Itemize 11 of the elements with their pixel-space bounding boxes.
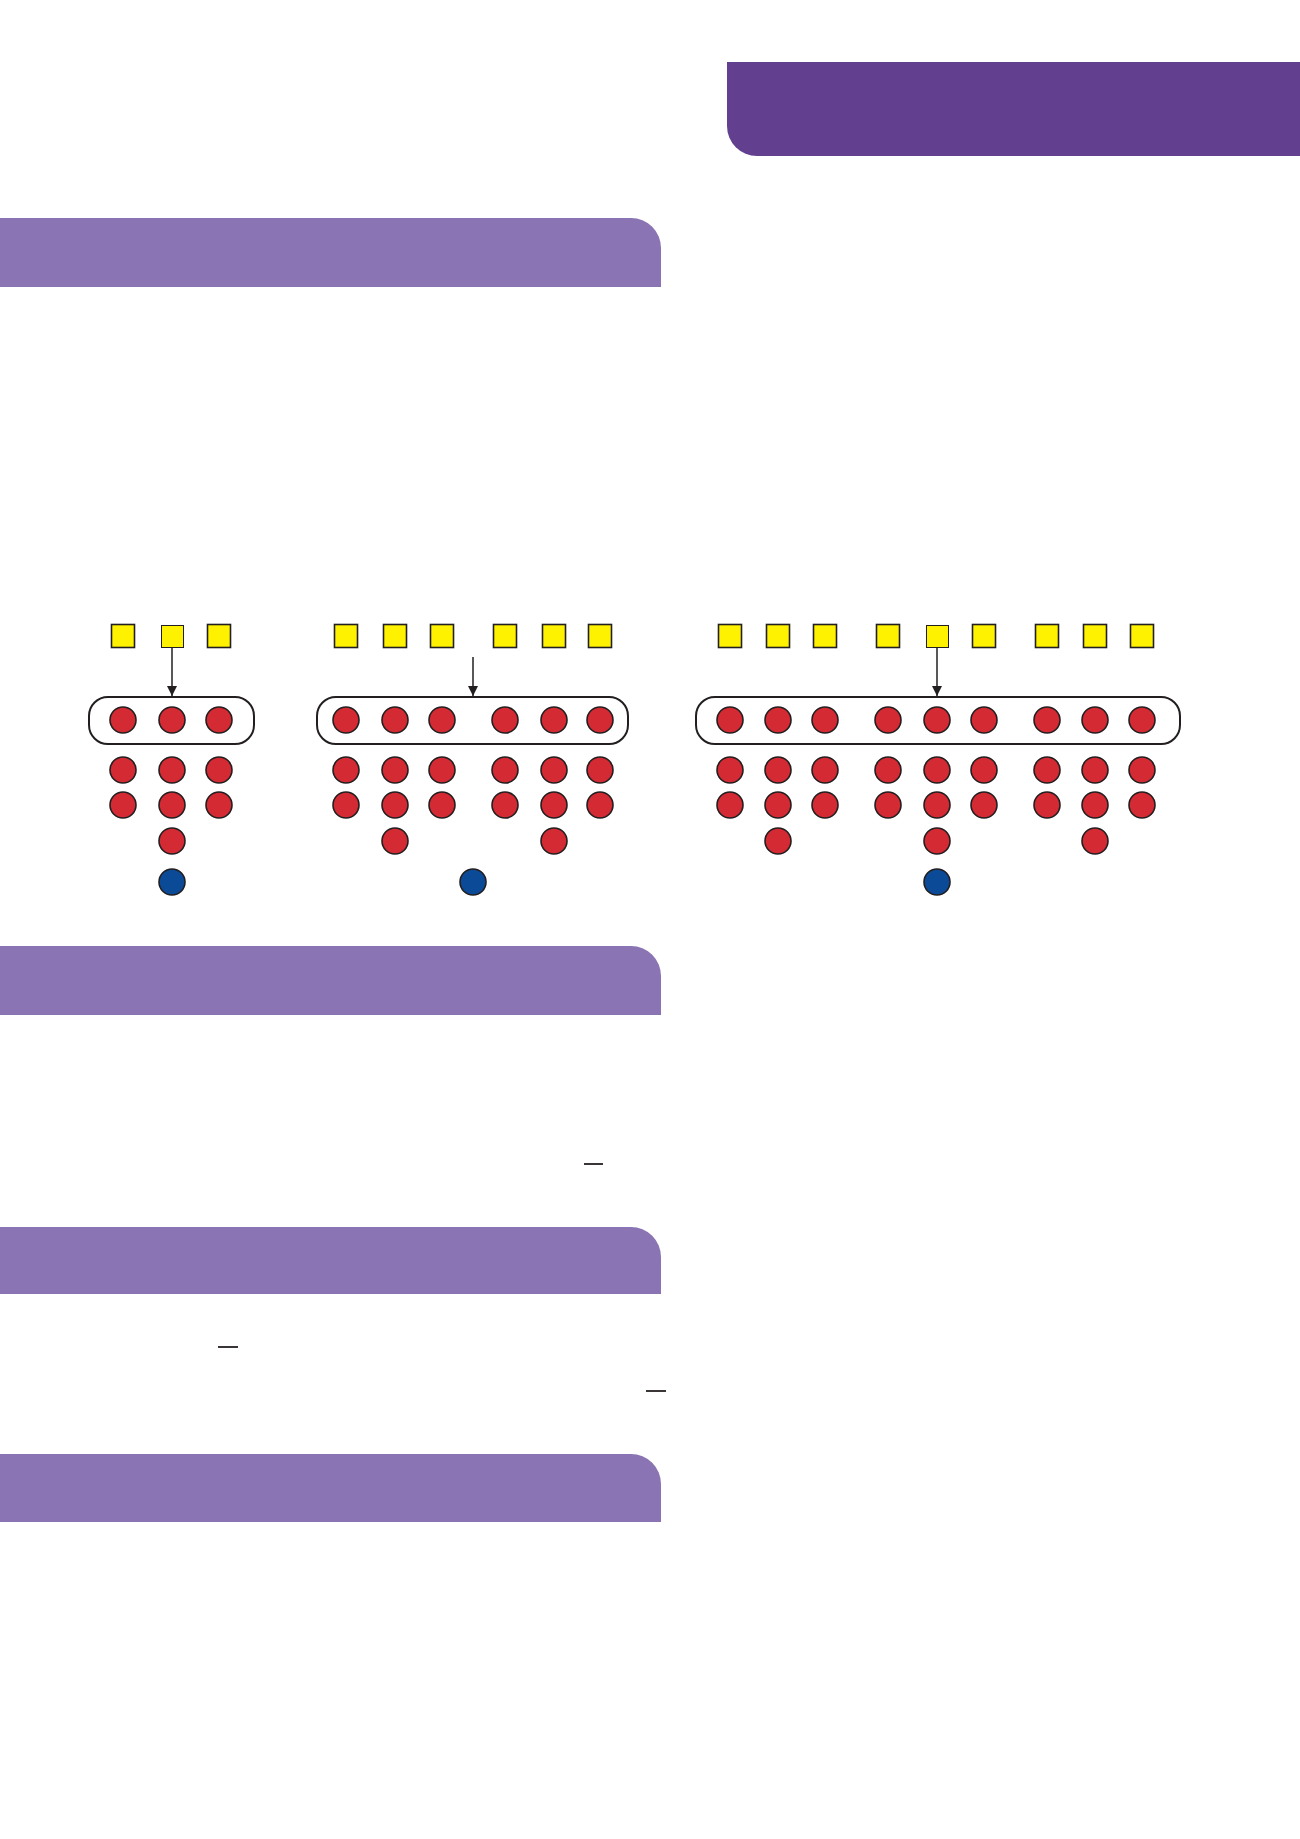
group-frame [695,696,1181,745]
square-counter-icon [925,624,949,648]
section-bar [0,218,661,287]
arrow [167,646,177,697]
section-bar [0,1227,661,1294]
header-bar [727,62,1300,156]
arrow [932,646,942,697]
section-bar [0,1454,661,1522]
square-counter-icon [160,624,184,648]
section-bar [0,946,661,1015]
arrow [468,656,478,697]
